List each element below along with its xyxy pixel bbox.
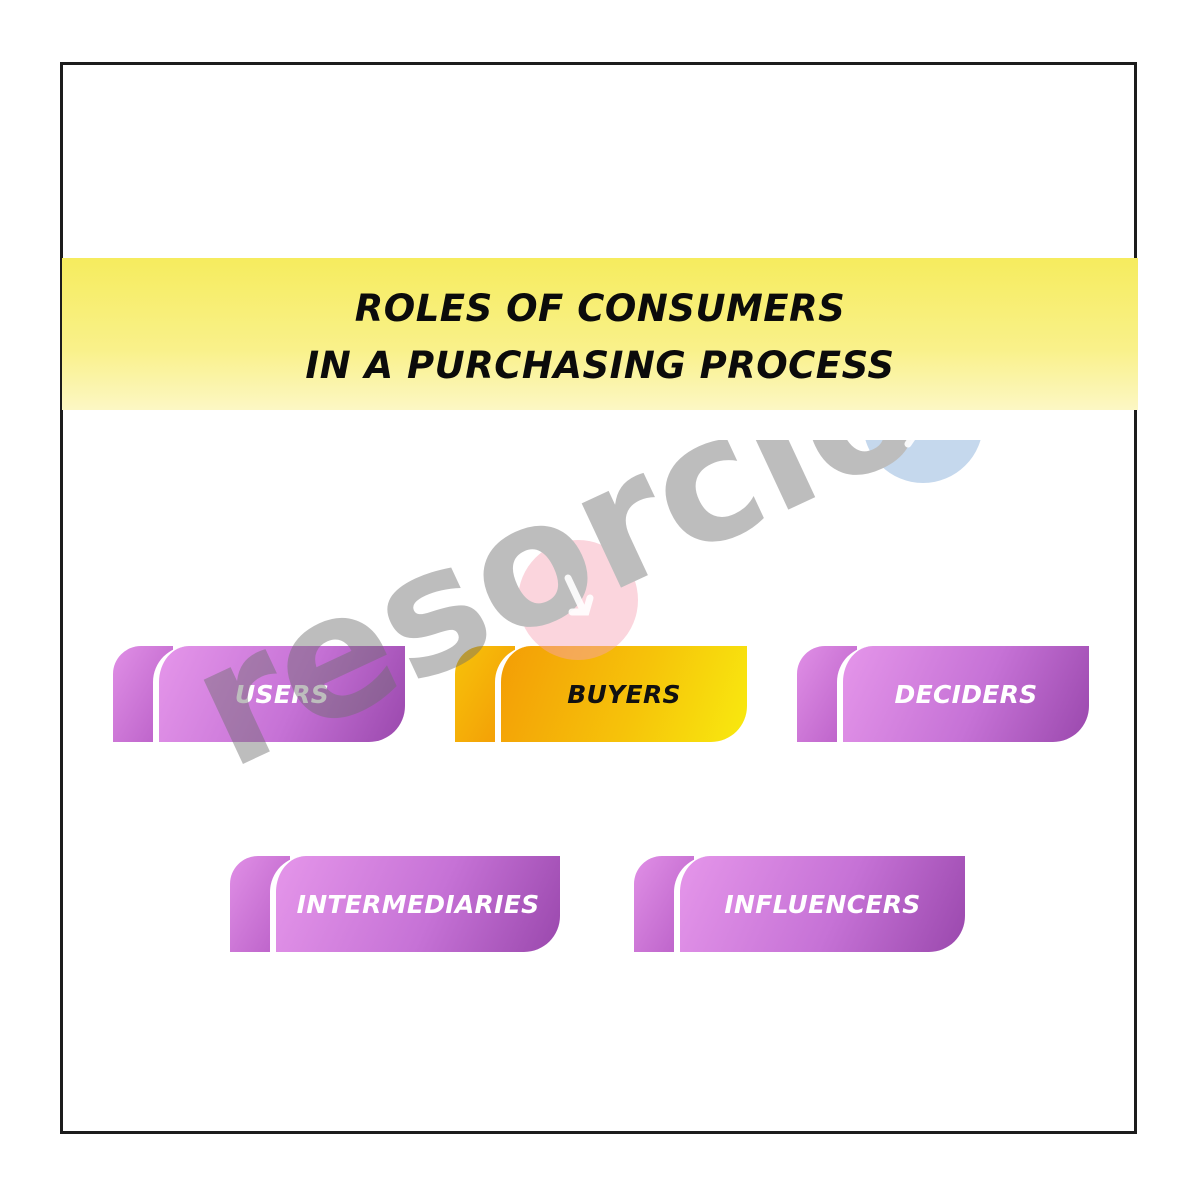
role-users: USERS bbox=[113, 646, 405, 742]
title-line-1: ROLES OF CONSUMERS bbox=[354, 287, 846, 330]
role-influencers: INFLUENCERS bbox=[634, 856, 965, 952]
diagram-frame bbox=[60, 62, 1137, 1134]
role-box bbox=[495, 646, 747, 742]
title-banner bbox=[62, 258, 1138, 410]
role-box bbox=[674, 856, 965, 952]
role-label: BUYERS bbox=[567, 679, 681, 709]
role-label: DECIDERS bbox=[894, 679, 1038, 709]
role-box bbox=[270, 856, 560, 952]
role-intermediaries: INTERMEDIARIES bbox=[230, 856, 560, 952]
role-deciders: DECIDERS bbox=[797, 646, 1089, 742]
diagram-title: ROLES OF CONSUMERS IN A PURCHASING PROCE… bbox=[62, 280, 1138, 394]
title-line-2: IN A PURCHASING PROCESS bbox=[305, 344, 895, 387]
role-label: USERS bbox=[234, 679, 330, 709]
role-box bbox=[837, 646, 1089, 742]
role-label: INFLUENCERS bbox=[724, 889, 921, 919]
role-label: INTERMEDIARIES bbox=[296, 889, 540, 919]
role-buyers: BUYERS bbox=[455, 646, 747, 742]
role-box bbox=[153, 646, 405, 742]
